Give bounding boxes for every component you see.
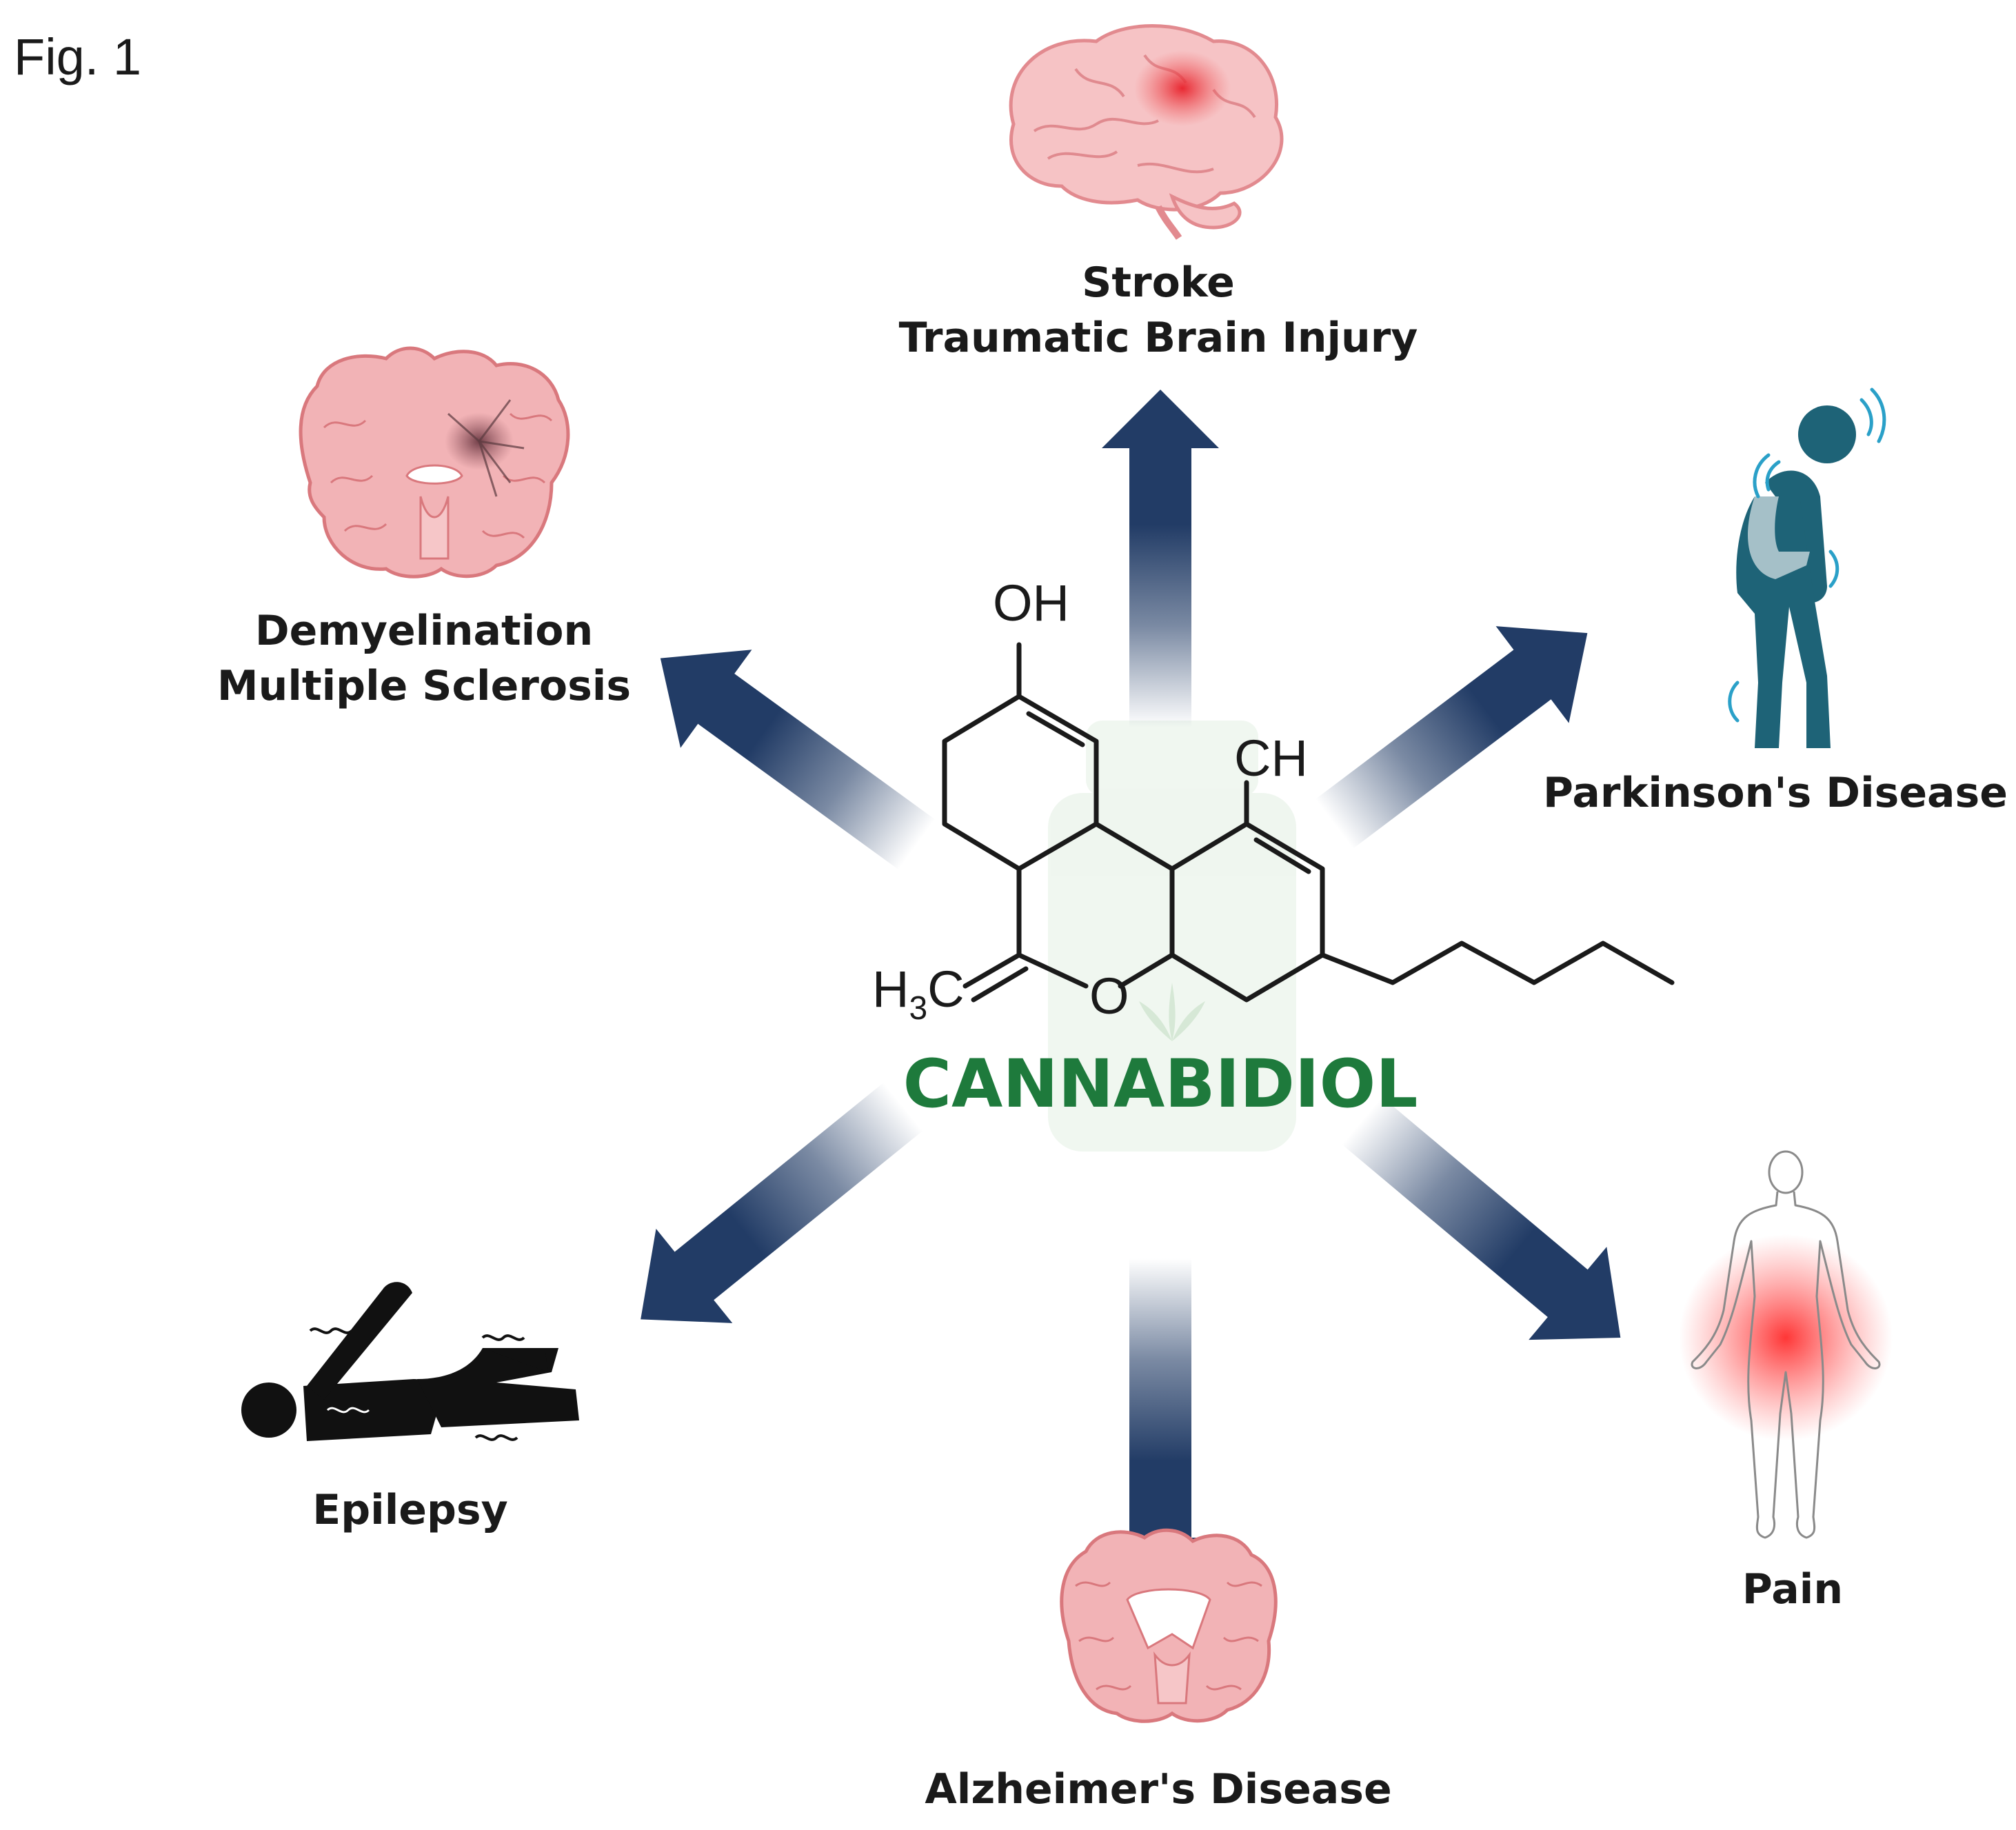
h3c-label: H3C <box>872 961 965 1027</box>
seizure-figure-icon <box>241 1282 579 1441</box>
label-stroke: Stroke <box>1082 259 1235 307</box>
figure-label: Fig. 1 <box>14 28 141 86</box>
ch-label: CH <box>1234 730 1308 787</box>
label-tbi: Traumatic Brain Injury <box>899 314 1418 362</box>
brain-section-icon <box>299 346 570 579</box>
label-ms: Multiple Sclerosis <box>217 662 631 710</box>
arrow-upper-left <box>660 650 936 870</box>
label-demyelination: Demyelination <box>255 607 593 655</box>
cannabidiol-structure <box>942 642 1675 1003</box>
arrow-lower-right <box>1342 1096 1621 1340</box>
label-epilepsy: Epilepsy <box>312 1486 508 1534</box>
arrow-lower-left <box>641 1083 923 1323</box>
bottle-background-icon <box>1048 721 1296 1152</box>
center-title: CANNABIDIOL <box>903 1045 1418 1123</box>
body-pain-icon <box>1679 1150 1893 1539</box>
molecule-labels: OH CH O H3C <box>872 574 1308 1027</box>
condition-labels: Stroke Traumatic Brain Injury Parkinson'… <box>217 259 2008 1813</box>
tremor-figure-icon <box>1728 388 1886 748</box>
label-parkinsons: Parkinson's Disease <box>1543 769 2008 817</box>
label-pain: Pain <box>1742 1565 1843 1613</box>
arrow-down <box>1102 1258 1219 1596</box>
label-alzheimers: Alzheimer's Disease <box>925 1765 1391 1813</box>
arrow-upper-right <box>1315 626 1588 849</box>
brain-lesion-icon <box>1009 24 1284 240</box>
ring-oxygen-label: O <box>1089 967 1129 1025</box>
atrophied-brain-icon <box>1060 1528 1278 1723</box>
arrow-up <box>1102 390 1219 727</box>
oh-label: OH <box>993 574 1069 632</box>
leaf-icon <box>1139 983 1205 1041</box>
